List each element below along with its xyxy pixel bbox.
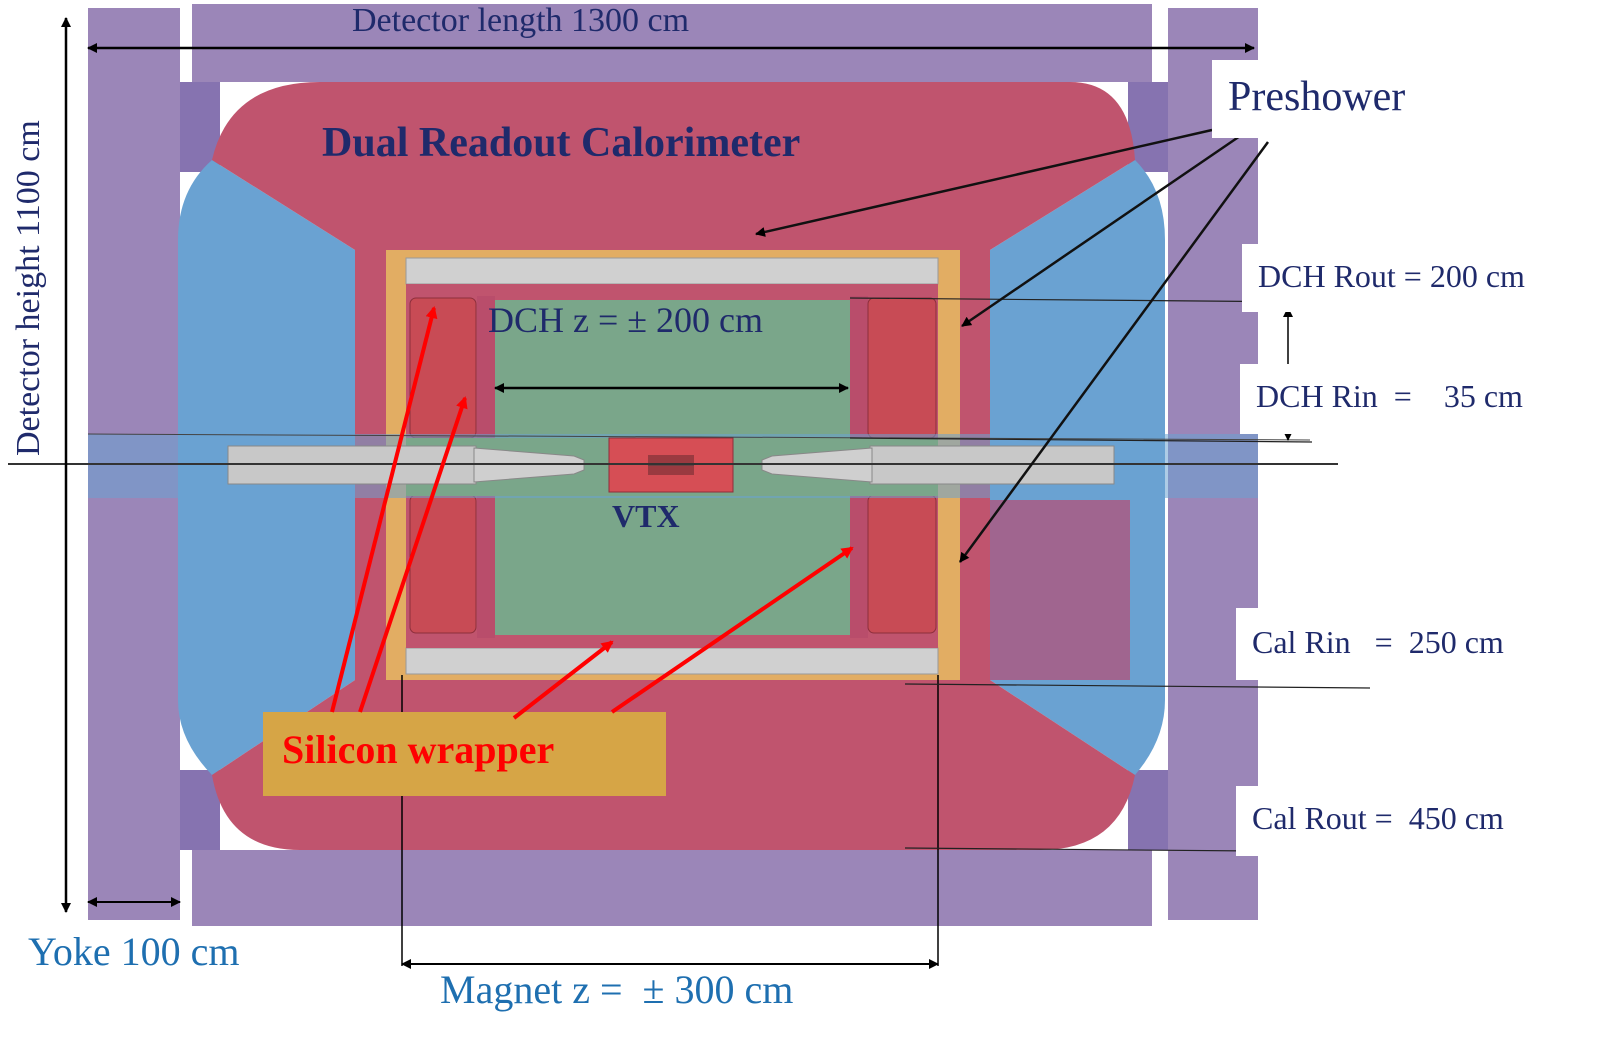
vtx-label: VTX	[612, 498, 680, 534]
yoke-inner-bottom-left	[180, 770, 220, 850]
calorimeter-label: Dual Readout Calorimeter	[322, 120, 801, 166]
preshower-arrow-1	[755, 128, 1213, 237]
dch-rin-label-bg	[1240, 364, 1562, 434]
dch-endcap-left-lower	[409, 494, 477, 634]
yoke-inner-bottom-right	[1128, 770, 1168, 850]
silicon-wrapper-top	[405, 257, 939, 285]
calorimeter-top	[212, 82, 1135, 250]
dch-rout-leader	[849, 297, 1319, 303]
dch-rin-label: DCH Rin = 35 cm	[1256, 378, 1523, 414]
dch-rin-leader	[849, 437, 1313, 443]
dch-endcap-right-lower	[867, 494, 937, 634]
silicon-arrow-3	[512, 640, 614, 720]
cal-rout-label-bg	[1236, 786, 1562, 856]
dch-z-label: DCH z = ± 200 cm	[488, 300, 764, 340]
dch-rout-label-bg	[1242, 244, 1562, 312]
silicon-arrow-1	[330, 306, 438, 713]
preshower-arrow-3	[958, 141, 1270, 563]
magnet-z-label: Magnet z = ± 300 cm	[440, 967, 794, 1012]
dch-rout-label: DCH Rout = 200 cm	[1258, 258, 1525, 294]
beam-line-upper	[87, 433, 1311, 441]
silicon-arrow-2	[358, 396, 468, 713]
preshower-label: Preshower	[1228, 74, 1406, 120]
detector-length-label: Detector length 1300 cm	[352, 2, 690, 39]
cal-rin-label: Cal Rin = 250 cm	[1252, 624, 1504, 660]
preshower-label-bg	[1212, 60, 1422, 138]
cal-rin-leader	[904, 683, 1371, 689]
yoke-label: Yoke 100 cm	[28, 929, 240, 974]
detector-height-label: Detector height 1100 cm	[10, 120, 47, 456]
dch-endcap-right-upper	[867, 297, 937, 439]
silicon-wrapper-label: Silicon wrapper	[282, 727, 555, 772]
calorimeter-right-shade	[990, 500, 1130, 680]
silicon-arrow-4	[610, 546, 854, 714]
cal-rin-label-bg	[1236, 608, 1562, 680]
yoke-bottom-slab	[192, 850, 1152, 926]
preshower-arrow-2	[961, 134, 1241, 328]
cal-rout-label: Cal Rout = 450 cm	[1252, 800, 1504, 836]
silicon-wrapper-label-box	[263, 712, 666, 796]
